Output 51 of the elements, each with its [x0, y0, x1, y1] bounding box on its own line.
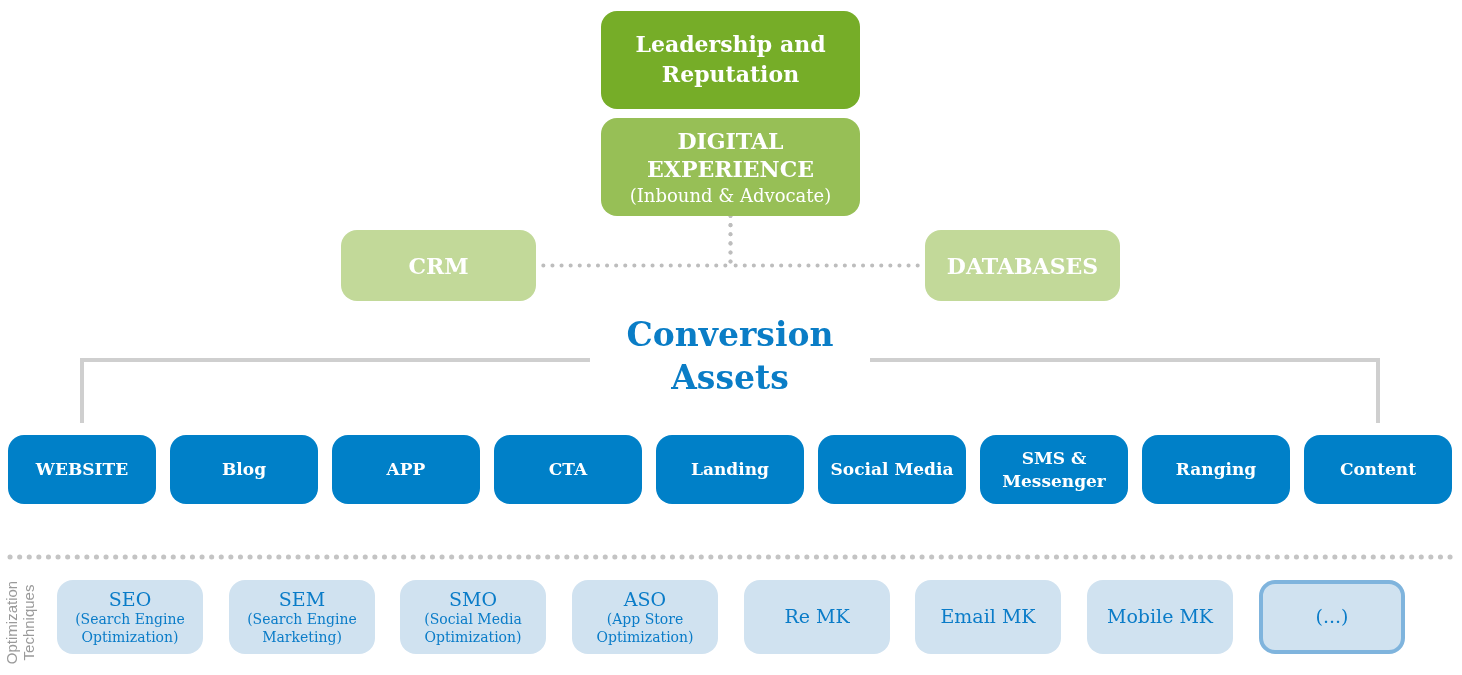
- rounded-box: [170, 435, 318, 504]
- box-subtitle: (Search Engine Optimization): [74, 611, 186, 647]
- box-title: Re MK: [784, 605, 850, 629]
- rounded-box: [601, 118, 860, 216]
- rounded-box: [572, 580, 718, 654]
- rounded-box: [400, 580, 546, 654]
- rounded-box: [494, 435, 642, 504]
- rounded-box: [656, 435, 804, 504]
- box-title: DIGITAL EXPERIENCE: [646, 126, 815, 184]
- box-title: Ranging: [1175, 458, 1257, 481]
- rounded-box: [818, 435, 966, 504]
- rounded-box: [229, 580, 375, 654]
- box-title: (...): [1315, 605, 1349, 629]
- rounded-box: [332, 435, 480, 504]
- box-title: SEM: [278, 587, 326, 612]
- box-title: SMO: [448, 587, 498, 612]
- box-title: Email MK: [940, 605, 1036, 629]
- rounded-box: [1087, 580, 1233, 654]
- box-title: WEBSITE: [35, 458, 129, 481]
- box-title: ASO: [623, 587, 667, 612]
- side-label: Optimization Techniques: [3, 579, 37, 667]
- bracket-line: [80, 358, 590, 423]
- box-title: Social Media: [830, 458, 954, 481]
- box-title: Mobile MK: [1106, 605, 1214, 629]
- rounded-box: [744, 580, 890, 654]
- section-heading: Conversion Assets: [625, 314, 835, 399]
- box-title: SEO: [108, 587, 152, 612]
- bracket-line: [870, 358, 1380, 423]
- box-title: DATABASES: [946, 252, 1099, 279]
- rounded-box: [57, 580, 203, 654]
- box-title: Landing: [691, 458, 769, 481]
- rounded-box: [1142, 435, 1290, 504]
- box-title: APP: [386, 458, 426, 481]
- box-subtitle: (Inbound & Advocate): [629, 183, 832, 208]
- box-title: CRM: [408, 252, 469, 279]
- box-title: Blog: [221, 458, 267, 481]
- box-title: Leadership and Reputation: [634, 30, 827, 89]
- box-subtitle: (Search Engine Marketing): [246, 611, 358, 647]
- rounded-box: [8, 435, 156, 504]
- rounded-box: [980, 435, 1128, 504]
- box-subtitle: (App Store Optimization): [595, 611, 695, 647]
- rounded-box: [1259, 580, 1405, 654]
- rounded-box: [925, 230, 1120, 301]
- box-title: Content: [1339, 458, 1417, 481]
- box-title: CTA: [548, 458, 588, 481]
- rounded-box: [341, 230, 536, 301]
- rounded-box: [915, 580, 1061, 654]
- box-subtitle: (Social Media Optimization): [423, 611, 523, 647]
- rounded-box: [1304, 435, 1452, 504]
- rounded-box: [601, 11, 860, 109]
- box-title: SMS & Messenger: [1001, 447, 1107, 492]
